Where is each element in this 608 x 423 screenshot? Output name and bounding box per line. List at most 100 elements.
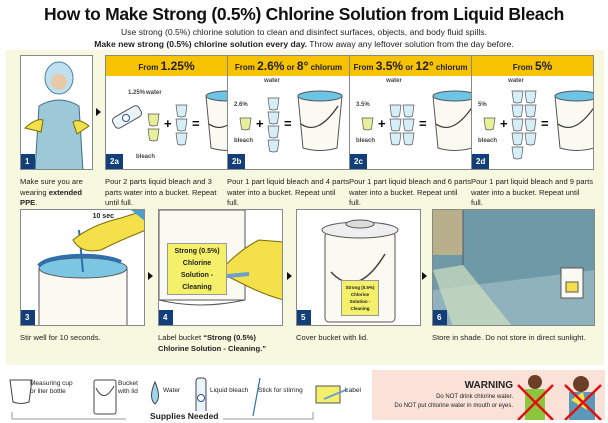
label-line: Solution - <box>180 272 214 279</box>
warning-people-icon <box>517 375 602 420</box>
subtitle-2-rest: Throw away any leftover solution from th… <box>307 39 514 49</box>
bleach-label: bleach <box>136 154 156 160</box>
supplies-icons <box>9 377 349 420</box>
bucket-label: Strong (0.5%) Chlorine Solution - Cleani… <box>341 280 379 316</box>
water-cup-icon <box>389 104 402 118</box>
water-cup-icon <box>267 139 280 153</box>
water-cup-icon <box>175 104 188 118</box>
header-from: From <box>234 63 258 72</box>
water-cup-icon <box>389 118 402 132</box>
water-cup-icon <box>402 132 415 146</box>
bleach-cup-icon <box>361 117 374 131</box>
caption-bold: extended PPE <box>20 187 83 208</box>
water-cup-icon <box>511 104 524 118</box>
plus-icon: + <box>164 116 172 131</box>
step-number: 2a <box>106 154 123 169</box>
header-percent: 2.6% <box>257 59 285 73</box>
step-5-caption: Cover bucket with lid. <box>296 333 369 342</box>
ppe-person-icon <box>23 61 90 169</box>
water-cup-icon <box>524 90 537 104</box>
page-title: How to Make Strong (0.5%) Chlorine Solut… <box>43 4 565 24</box>
step-2a-panel: +=From 1.25% 1.25% water bleach 2a <box>105 55 228 170</box>
timer-label: 10 sec <box>92 213 114 220</box>
bleach-label: bleach <box>356 138 376 144</box>
step-3-caption: Stir well for 10 seconds. <box>20 333 101 342</box>
water-cup-icon <box>175 132 188 146</box>
label-line: Strong (0.5%) <box>345 285 375 290</box>
bleach-cup-icon <box>239 117 252 131</box>
label-line: Chlorine <box>350 292 370 297</box>
step-number: 5 <box>297 310 311 325</box>
supplies-title: Supplies Needed <box>146 411 223 421</box>
supply-stick: Stick for stirring <box>258 387 303 394</box>
water-cup-icon <box>389 132 402 146</box>
concentration-header: From 3.5% or 12° chlorum <box>350 56 471 76</box>
bleach-percent-label: 1.25% <box>128 90 146 96</box>
header-degrees: 12° <box>415 59 434 73</box>
step-4-caption: Label bucket “Strong (0.5%) Chlorine Sol… <box>158 333 288 354</box>
water-cup-icon <box>267 111 280 125</box>
step-number: 1 <box>21 154 35 169</box>
step-number: 4 <box>159 310 173 325</box>
warning-title: WARNING <box>464 380 513 391</box>
water-cup-icon <box>511 118 524 132</box>
water-cup-icon <box>511 132 524 146</box>
water-label: water <box>386 78 402 84</box>
header-from: From <box>353 63 376 72</box>
water-cup-icon <box>267 97 280 111</box>
label-line: Chlorine <box>182 260 212 267</box>
caption-bold: “Strong (0.5%) Chlorine Solution - Clean… <box>158 333 266 353</box>
arrow-icon <box>96 108 101 116</box>
mix-illustration: += <box>111 90 227 151</box>
supply-water: Water <box>163 387 181 394</box>
bleach-cup-icon <box>147 128 160 142</box>
concentration-header: From 1.25% <box>106 56 227 76</box>
water-cup-icon <box>267 125 280 139</box>
mix-illustration: += <box>239 90 343 153</box>
label-line: Solution - <box>349 299 371 304</box>
header-unit: chlorum <box>433 63 468 72</box>
bucket-label: Strong (0.5%) Chlorine Solution - Cleani… <box>167 243 227 295</box>
equals-icon: = <box>419 116 427 131</box>
header-or: or <box>403 63 416 72</box>
step-number: 3 <box>21 310 35 325</box>
water-label: water <box>264 78 280 84</box>
arrow-icon <box>148 272 153 280</box>
header-from: From <box>138 63 161 72</box>
caption-text: . <box>35 198 38 207</box>
water-cup-icon <box>402 118 415 132</box>
step-1-panel: 1 <box>20 55 93 170</box>
water-cup-icon <box>524 104 537 118</box>
step-1-caption: Make sure you are wearing extended PPE. <box>20 177 100 209</box>
plus-icon: + <box>256 116 264 131</box>
plus-icon: + <box>500 116 508 131</box>
mix-illustration: += <box>483 90 593 160</box>
concentration-header: From 5% <box>472 56 593 76</box>
step-6-panel: 6 <box>432 209 595 326</box>
full-bucket-icon <box>554 90 593 151</box>
step-2d-caption: Pour 1 part liquid bleach and 9 parts wa… <box>471 177 594 207</box>
full-bucket-icon <box>432 90 471 151</box>
stirring-bucket-icon <box>37 210 144 325</box>
supply-measuring-cup: Measuring cup or liter bottle <box>30 380 73 395</box>
step-2b-caption: Pour 1 part liquid bleach and 4 parts wa… <box>227 177 350 207</box>
bleach-cup-icon <box>147 113 160 127</box>
arrow-icon <box>422 272 427 280</box>
caption-text: Label bucket <box>158 333 204 342</box>
warning-line-2: Do NOT put chlorine water in mouth or ey… <box>394 403 513 409</box>
step-4-panel: Strong (0.5%) Chlorine Solution - Cleani… <box>158 209 283 326</box>
step-2c-panel: +=From 3.5% or 12° chlorum 3.5% water bl… <box>349 55 472 170</box>
supply-bucket: Bucket with lid <box>118 380 138 395</box>
water-cup-icon <box>402 104 415 118</box>
equals-icon: = <box>192 116 200 131</box>
step-2b-panel: +=From 2.6% or 8° chlorum 2.6% water ble… <box>227 55 350 170</box>
header-unit: chlorum <box>308 63 343 72</box>
header-degrees: 8° <box>296 59 309 73</box>
step-5-panel: Strong (0.5%) Chlorine Solution - Cleani… <box>296 209 421 326</box>
bleach-cup-icon <box>483 117 496 131</box>
water-cup-icon <box>511 146 524 160</box>
step-6-caption: Store in shade. Do not store in direct s… <box>432 333 586 342</box>
label-line: Cleaning <box>350 306 370 311</box>
water-label: water <box>508 78 524 84</box>
storage-room-icon <box>433 210 594 325</box>
